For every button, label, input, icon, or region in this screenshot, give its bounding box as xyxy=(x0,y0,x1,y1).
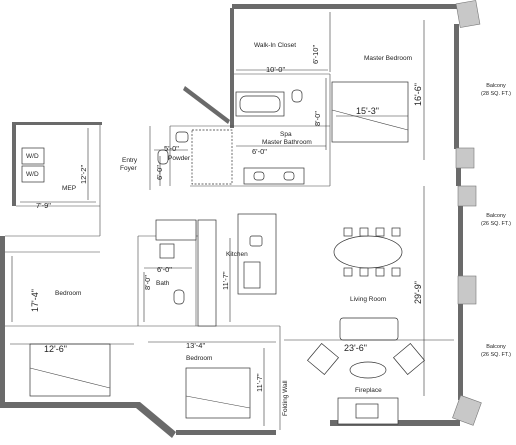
balcony-3-title: Balcony xyxy=(486,344,506,350)
dim-powder-height: 6'-0" xyxy=(155,165,164,180)
room-living: Living Room xyxy=(350,296,386,303)
room-mep: MEP xyxy=(62,185,76,192)
room-bedroom-2: Bedroom xyxy=(186,355,212,362)
balcony-labels: Balcony (28 SQ. FT.) Balcony (26 SQ. FT.… xyxy=(481,83,511,358)
dim-bath-height: 8'-0" xyxy=(313,111,322,126)
dim-bedroom1-height: 17'-4" xyxy=(30,289,40,312)
room-labels: Walk-In Closet Master Bedroom Spa Master… xyxy=(26,42,412,416)
dim-small-bath-width: 6'-0" xyxy=(157,265,172,274)
room-master-bathroom: Master Bathroom xyxy=(262,139,312,146)
dim-master-width: 15'-3" xyxy=(356,106,379,116)
room-walk-in-closet: Walk-In Closet xyxy=(254,42,296,49)
dim-small-bath-height: 8'-0" xyxy=(143,275,152,290)
room-wd-lower: W/D xyxy=(26,171,39,178)
dim-mep-width: 7'-9" xyxy=(36,201,51,210)
room-master-bedroom: Master Bedroom xyxy=(364,55,412,62)
room-foyer: Foyer xyxy=(120,165,137,172)
room-spa-label: Spa xyxy=(280,131,292,138)
dim-powder-width: 5'-0" xyxy=(164,144,179,153)
room-entry: Entry xyxy=(122,157,138,164)
room-powder: Powder xyxy=(168,155,191,162)
room-wd-upper: W/D xyxy=(26,153,39,160)
balcony-3-area: (26 SQ. FT.) xyxy=(481,352,511,358)
dimension-lines xyxy=(10,12,454,426)
dim-living-depth: 29'-9" xyxy=(413,281,423,304)
dim-bedroom2-width: 13'-4" xyxy=(186,341,205,350)
room-fireplace: Fireplace xyxy=(355,387,382,394)
dim-master-depth: 16'-6" xyxy=(413,83,423,106)
balcony-1-title: Balcony xyxy=(486,83,506,89)
dim-closet-width: 10'-0" xyxy=(266,65,285,74)
dim-bedroom1-width: 12'-6" xyxy=(44,344,67,354)
dim-mep-height: 12'-2" xyxy=(79,165,88,184)
balcony-2-area: (26 SQ. FT.) xyxy=(481,221,511,227)
balcony-1-area: (28 SQ. FT.) xyxy=(481,91,511,97)
room-kitchen: Kitchen xyxy=(226,251,248,258)
exterior-walls xyxy=(0,0,482,438)
room-folding-wall: Folding Wall xyxy=(282,380,289,416)
room-bedroom-1: Bedroom xyxy=(55,290,81,297)
dim-bath-width: 6'-0" xyxy=(252,147,267,156)
dimension-labels: 6'-10" 10'-0" 16'-6" 15'-3" 8'-0" 6'-0" … xyxy=(30,45,423,392)
dim-kitchen-depth: 11'-7" xyxy=(221,271,230,290)
dim-closet-height: 6'-10" xyxy=(311,45,320,64)
fixtures xyxy=(21,81,425,425)
dim-bedroom2-height: 11'-7" xyxy=(255,373,264,392)
room-bath: Bath xyxy=(156,280,170,287)
balcony-2-title: Balcony xyxy=(486,213,506,219)
dim-living-width: 23'-6" xyxy=(344,343,367,353)
